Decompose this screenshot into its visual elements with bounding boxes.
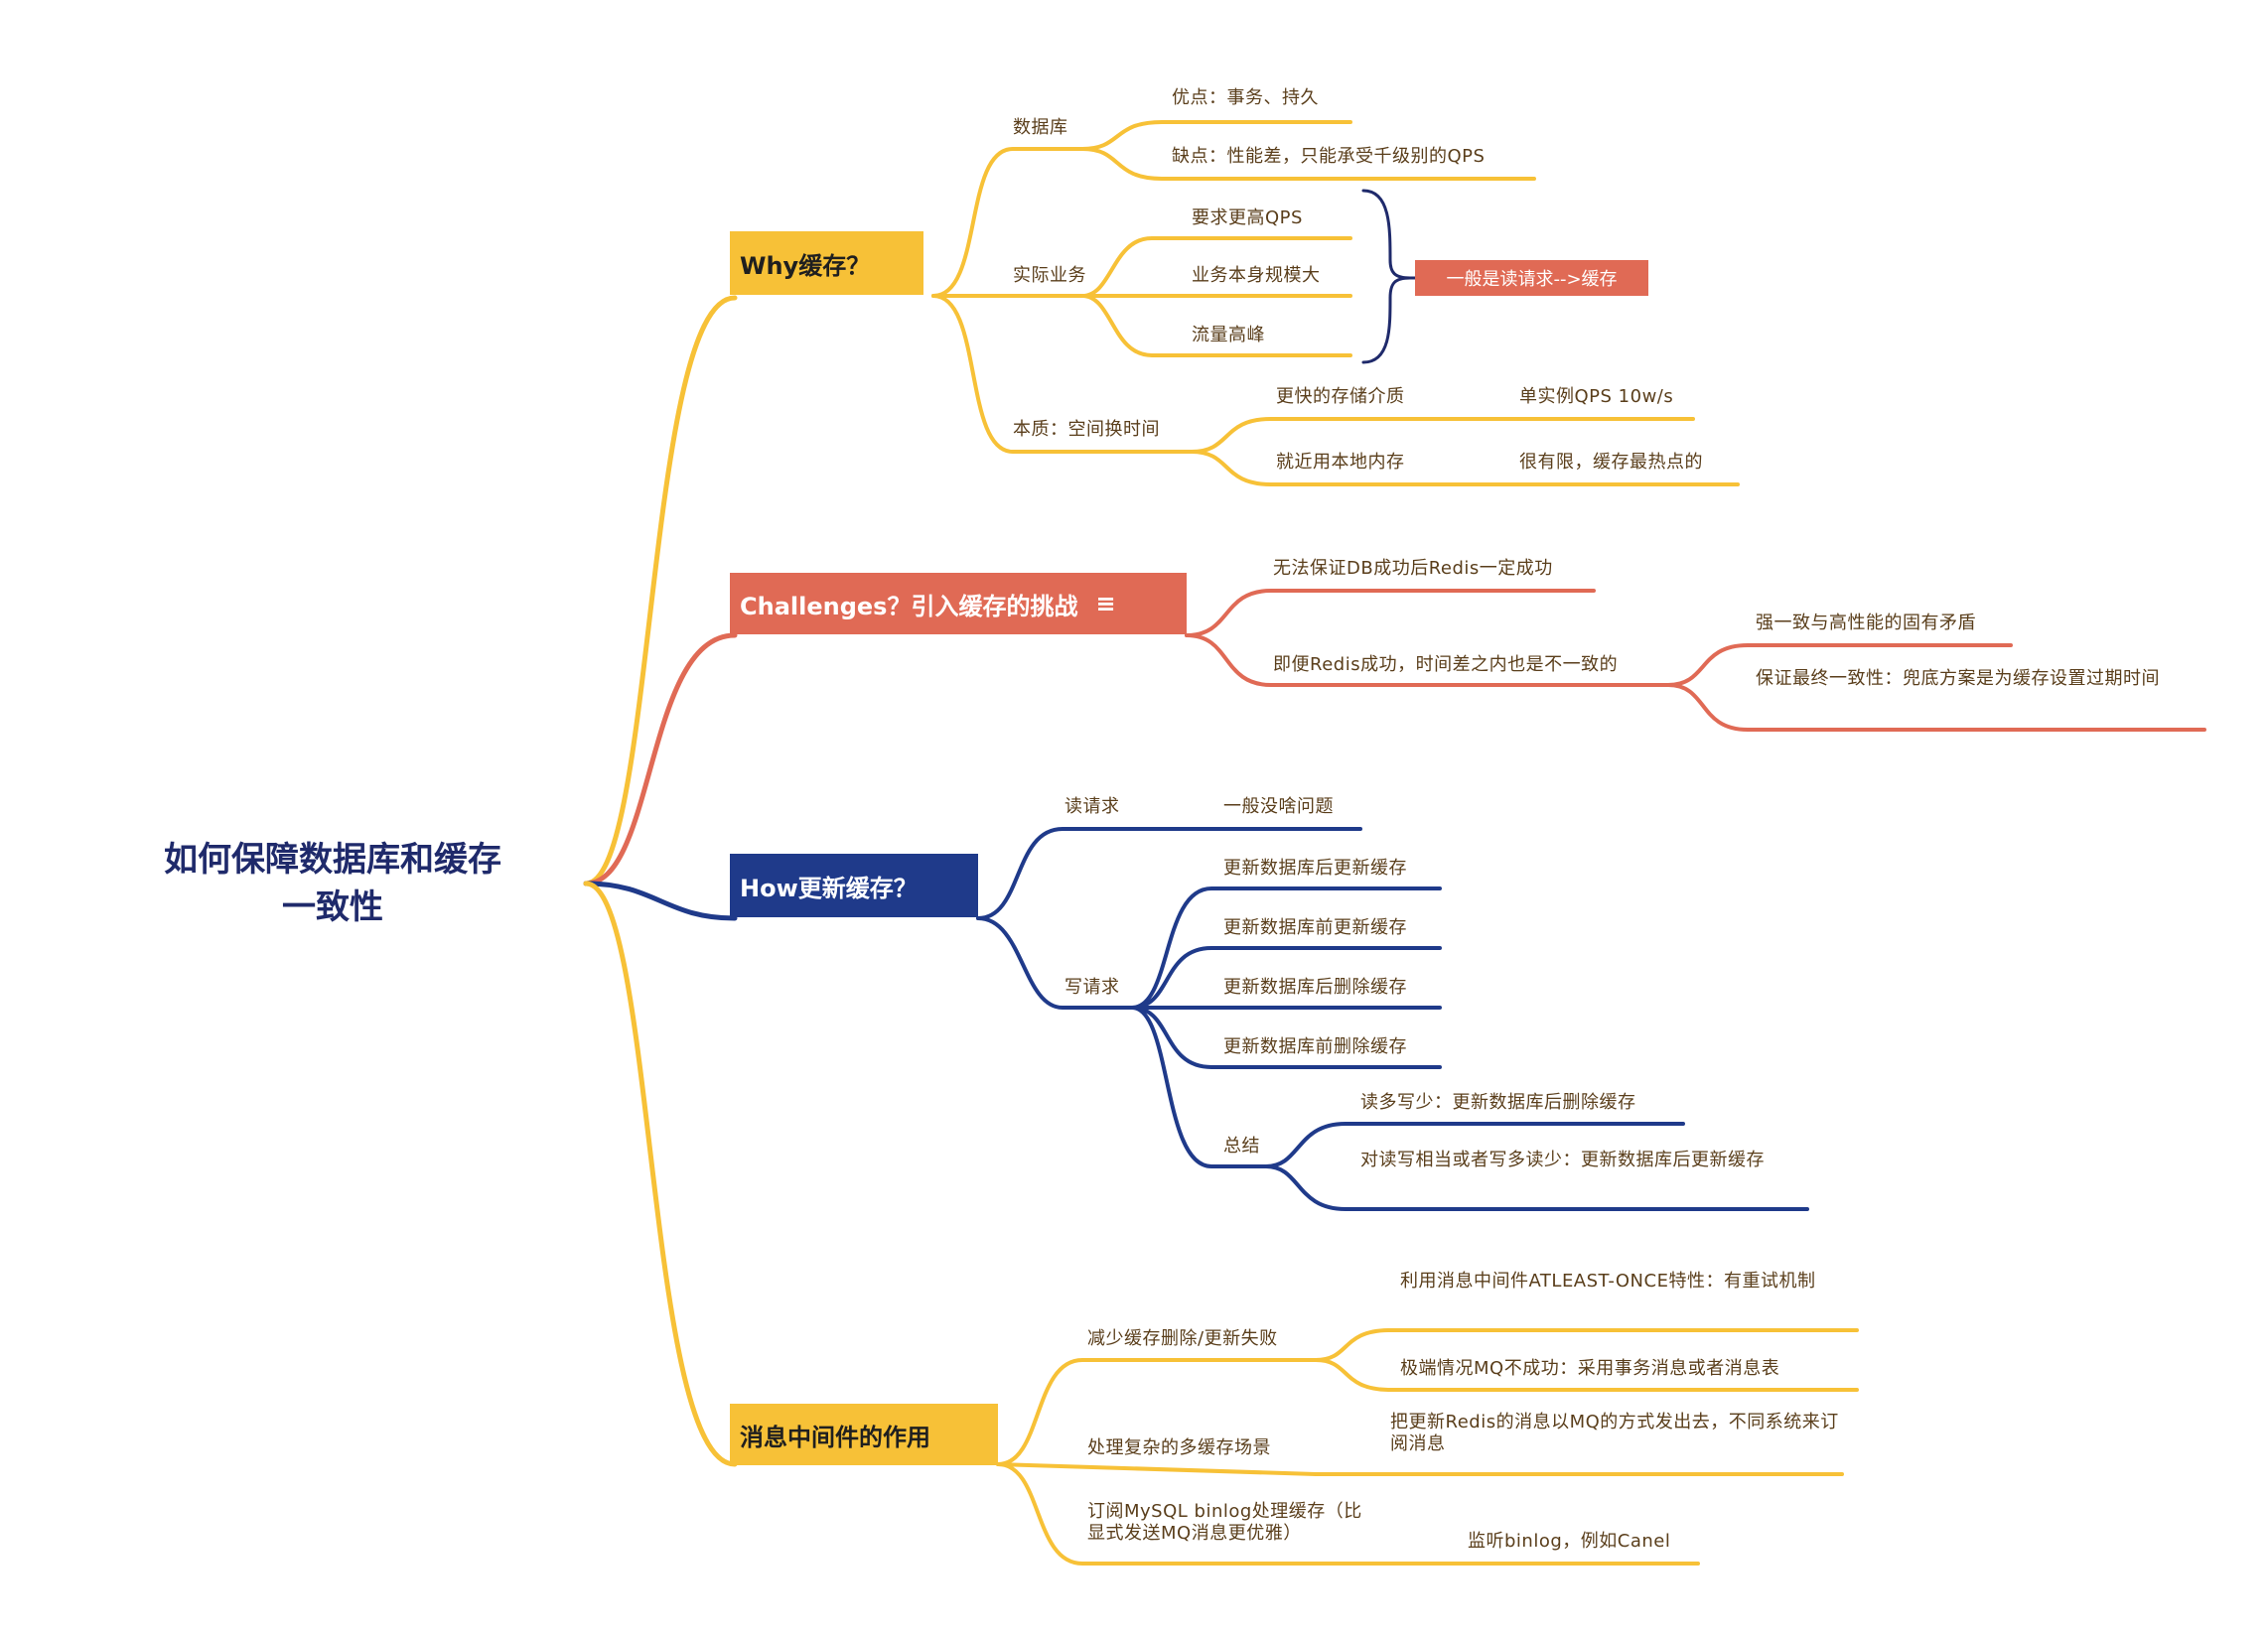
why-biz[interactable]: 实际业务: [1013, 265, 1086, 286]
why-essence-b-note[interactable]: 很有限，缓存最热点的: [1519, 452, 1703, 473]
why-biz-item-3[interactable]: 流量高峰: [1192, 325, 1265, 345]
root-topic[interactable]: 如何保障数据库和缓存 一致性: [164, 840, 501, 927]
why-db[interactable]: 数据库: [1013, 117, 1068, 138]
how-write-item-3[interactable]: 更新数据库后删除缓存: [1223, 977, 1407, 998]
challenge-2b[interactable]: 保证最终一致性：兜底方案是为缓存设置过期时间: [1756, 668, 2160, 689]
branch-challenges-title: Challenges？引入缓存的挑战: [740, 592, 1078, 620]
notes-icon[interactable]: ≡: [1095, 590, 1116, 617]
why-essence-a-note[interactable]: 单实例QPS 10w/s: [1519, 386, 1674, 407]
how-read-note[interactable]: 一般没啥问题: [1223, 796, 1334, 817]
mq-1[interactable]: 减少缓存删除/更新失败: [1087, 1328, 1278, 1349]
brace: [1361, 189, 1411, 364]
connector-root-challenges: [583, 632, 738, 886]
how-write-item-4[interactable]: 更新数据库前删除缓存: [1223, 1036, 1407, 1057]
why-biz-summary: 一般是读请求-->缓存: [1446, 269, 1618, 290]
how-write-item-2[interactable]: 更新数据库前更新缓存: [1223, 917, 1407, 938]
challenge-2[interactable]: 即便Redis成功，时间差之内也是不一致的: [1273, 654, 1619, 675]
mq-1b[interactable]: 极端情况MQ不成功：采用事务消息或者消息表: [1400, 1358, 1780, 1379]
how-summary-item-1[interactable]: 读多写少：更新数据库后删除缓存: [1360, 1092, 1636, 1113]
mq-3a[interactable]: 监听binlog，例如Canel: [1468, 1531, 1671, 1552]
mq-3[interactable]: 订阅MySQL binlog处理缓存（比显式发送MQ消息更优雅）: [1087, 1501, 1362, 1544]
why-db-cons[interactable]: 缺点：性能差，只能承受千级别的QPS: [1172, 146, 1486, 167]
why-essence-a[interactable]: 更快的存储介质: [1276, 386, 1405, 407]
why-biz-item-1[interactable]: 要求更高QPS: [1192, 207, 1303, 228]
how-read[interactable]: 读请求: [1064, 796, 1120, 817]
branch-why-title: Why缓存？: [740, 251, 871, 280]
mq-2a[interactable]: 把更新Redis的消息以MQ的方式发出去，不同系统来订阅消息: [1390, 1412, 1839, 1454]
connector-root-mq: [583, 881, 738, 1467]
branch-mq-tag[interactable]: 消息中间件的作用: [730, 1404, 998, 1465]
how-summary-item-2[interactable]: 对读写相当或者写多读少：更新数据库后更新缓存: [1360, 1150, 1765, 1170]
challenge-2a[interactable]: 强一致与高性能的固有矛盾: [1756, 613, 1976, 633]
mq-2[interactable]: 处理复杂的多缓存场景: [1087, 1437, 1271, 1458]
mq-1a[interactable]: 利用消息中间件ATLEAST-ONCE特性：有重试机制: [1400, 1271, 1816, 1292]
branch-how-tag[interactable]: How更新缓存？: [730, 854, 978, 917]
connector-root-how: [583, 881, 738, 921]
why-essence-b[interactable]: 就近用本地内存: [1276, 452, 1405, 473]
how-write-item-1[interactable]: 更新数据库后更新缓存: [1223, 858, 1407, 879]
connector-root-why: [583, 295, 738, 886]
how-summary[interactable]: 总结: [1223, 1136, 1260, 1157]
branch-challenges-tag[interactable]: Challenges？引入缓存的挑战 ≡: [730, 573, 1187, 634]
challenge-1[interactable]: 无法保证DB成功后Redis一定成功: [1273, 558, 1553, 579]
why-db-pros[interactable]: 优点：事务、持久: [1172, 87, 1319, 108]
why-biz-item-2[interactable]: 业务本身规模大: [1192, 265, 1321, 286]
how-write[interactable]: 写请求: [1064, 977, 1120, 998]
branch-why-tag[interactable]: Why缓存？: [730, 231, 923, 295]
branch-how-title: How更新缓存？: [740, 874, 918, 902]
branch-mq-title: 消息中间件的作用: [740, 1423, 930, 1451]
why-biz-summary-tag[interactable]: 一般是读请求-->缓存: [1415, 260, 1648, 296]
why-essence[interactable]: 本质：空间换时间: [1013, 419, 1160, 440]
